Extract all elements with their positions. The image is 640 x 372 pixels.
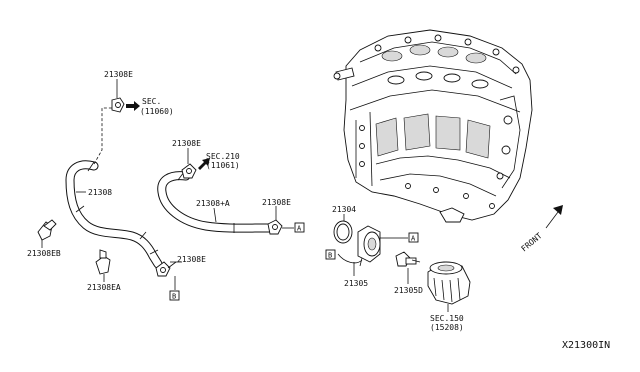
label-21308e-right: 21308E <box>262 198 291 207</box>
callout-a-hose: A <box>294 222 305 233</box>
label-21308eb: 21308EB <box>27 249 61 258</box>
label-21308: 21308 <box>88 188 112 197</box>
svg-text:A: A <box>297 225 302 233</box>
callout-b-hose: B <box>169 290 180 301</box>
label-sec-11060: SEC. <box>142 97 161 106</box>
connector-21305d <box>395 251 421 267</box>
label-21308ea: 21308EA <box>87 283 121 292</box>
label-21308a: 21308+A <box>196 199 230 208</box>
label-sec-150-num: (15208) <box>430 323 464 332</box>
svg-text:B: B <box>172 293 176 301</box>
clamp-21308e-right <box>267 206 283 235</box>
bracket-21308eb <box>37 219 57 248</box>
front-direction-arrow <box>545 205 563 229</box>
label-21305d: 21305D <box>394 286 423 295</box>
label-21304: 21304 <box>332 205 356 214</box>
label-front: FRONT <box>520 231 544 253</box>
bracket-21308ea <box>95 249 111 282</box>
label-sec-210: SEC.210 <box>206 152 240 161</box>
diagram-id: X21300IN <box>562 340 610 351</box>
engine-cylinder-block <box>333 29 533 223</box>
svg-text:B: B <box>328 252 332 260</box>
o-ring-21304 <box>333 220 353 244</box>
label-21308e-mid: 21308E <box>172 139 201 148</box>
label-sec-150: SEC.150 <box>430 314 464 323</box>
hose-21308 <box>65 160 163 269</box>
oil-cooler-21305 <box>357 225 392 263</box>
label-sec-11060-num: (11060) <box>140 107 174 116</box>
callout-b-filter: B <box>325 249 336 260</box>
callout-a-filter: A <box>408 232 419 243</box>
clamp-21308e-mid <box>181 148 197 179</box>
sec-210-arrow <box>198 158 210 170</box>
label-21308e-bottom: 21308E <box>177 255 206 264</box>
clamp-21308e-top <box>111 79 125 113</box>
svg-text:A: A <box>411 235 416 243</box>
sec-11060-arrow <box>126 101 140 111</box>
label-21305: 21305 <box>344 279 368 288</box>
oil-filter-sec-150 <box>427 261 471 305</box>
label-sec-210-num: (11061) <box>206 161 240 170</box>
label-21308e-top: 21308E <box>104 70 133 79</box>
clamp-21308e-bottom <box>155 261 182 277</box>
